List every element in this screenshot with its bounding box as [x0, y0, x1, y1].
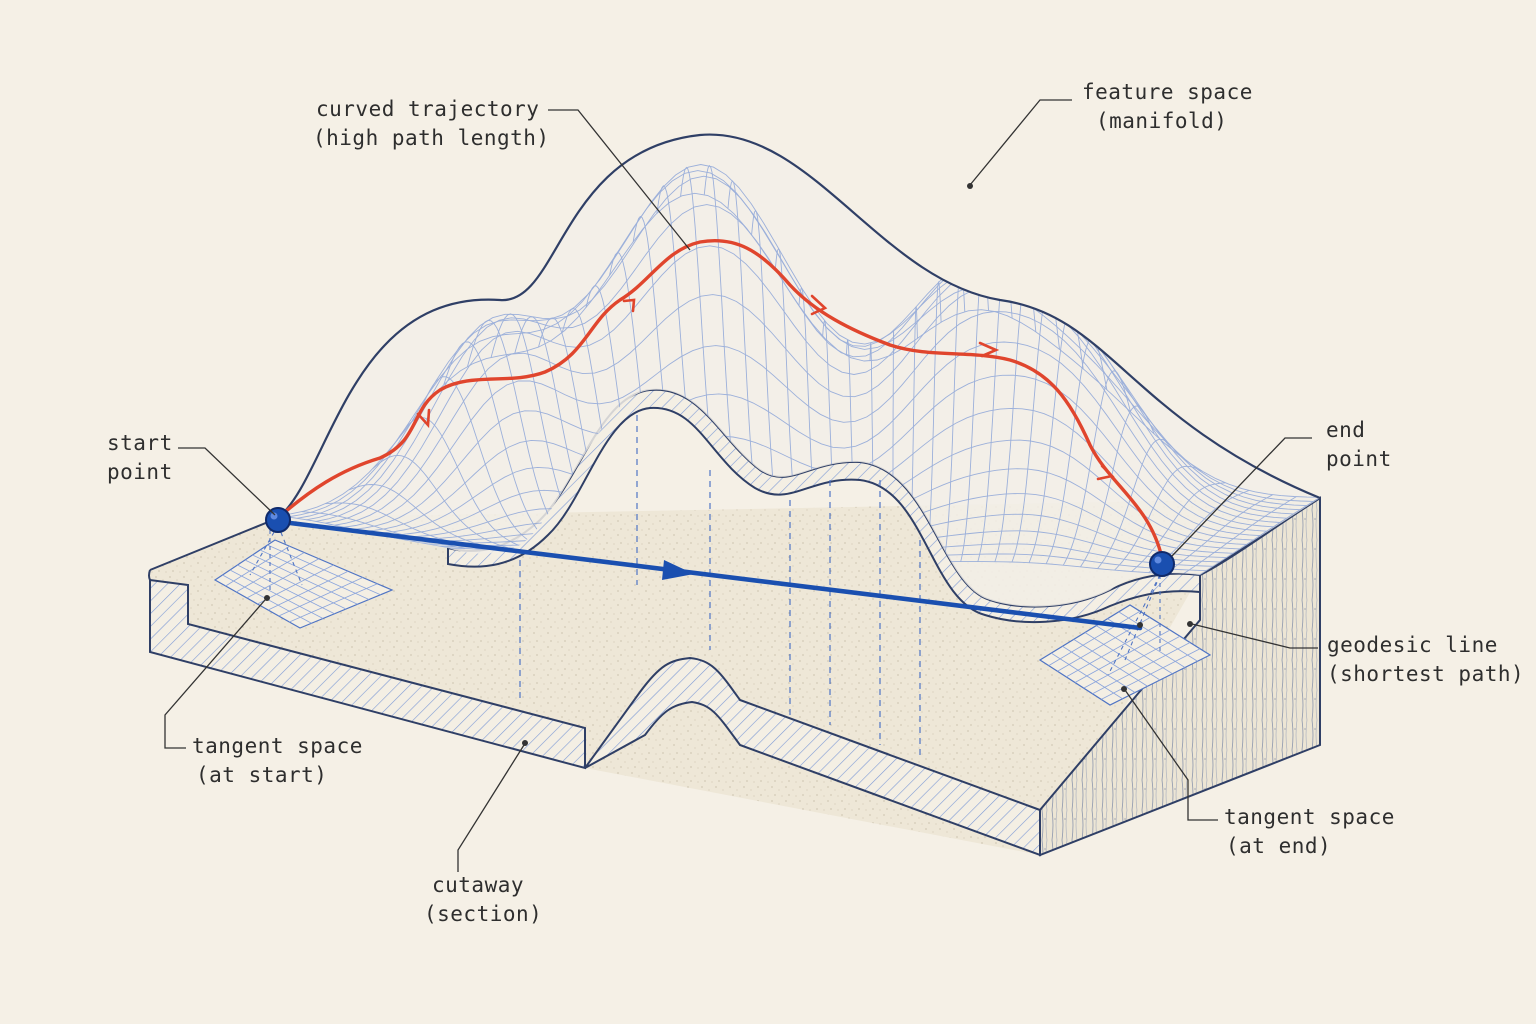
cutaway-sublabel: (section) — [424, 902, 542, 926]
section-ribbon — [447, 388, 1201, 624]
front-face-left — [149, 578, 586, 770]
cutaway-label: cutaway — [432, 873, 524, 897]
leader-lines — [164, 99, 1318, 872]
trajectory-arrow-4 — [978, 341, 1000, 358]
tangent-space-end-label: tangent space — [1224, 805, 1395, 829]
end-point-marker — [1149, 551, 1175, 577]
feature-space-sublabel: (manifold) — [1096, 109, 1227, 133]
label-tangent-space-end: tangent space (at end) — [1224, 805, 1395, 858]
curved-trajectory — [276, 239, 1164, 559]
start-point-label: start — [107, 431, 173, 455]
feature-space-label: feature space — [1082, 80, 1253, 104]
curved-trajectory-label: curved trajectory — [316, 97, 539, 121]
tangent-space-end-sublabel: (at end) — [1226, 834, 1331, 858]
tangent-space-start-label: tangent space — [192, 734, 363, 758]
label-geodesic-line: geodesic line (shortest path) — [1327, 633, 1524, 686]
trajectory-arrow-1 — [416, 408, 431, 429]
label-end-point: end point — [1326, 418, 1392, 471]
label-cutaway: cutaway (section) — [424, 873, 542, 926]
curved-trajectory-sublabel: (high path length) — [313, 126, 550, 150]
geodesic-line-label: geodesic line — [1327, 633, 1498, 657]
geodesic-line — [279, 519, 1143, 631]
trajectory-arrowheads — [416, 294, 1115, 481]
start-point-marker — [265, 507, 291, 533]
section-dashes — [519, 415, 921, 755]
tangent-space-start-sublabel: (at start) — [196, 763, 327, 787]
label-feature-space: feature space (manifold) — [1082, 80, 1253, 133]
label-curved-trajectory: curved trajectory (high path length) — [313, 97, 550, 150]
trajectory-arrow-2 — [622, 298, 636, 313]
trajectory-arrow-5 — [1096, 464, 1115, 481]
surface-outline — [277, 133, 1321, 519]
geodesic-line-sublabel: (shortest path) — [1327, 662, 1524, 686]
end-point-sublabel: point — [1326, 447, 1392, 471]
start-point-sublabel: point — [107, 460, 173, 484]
label-tangent-space-start: tangent space (at start) — [192, 734, 363, 787]
geodesic-arrowhead — [662, 560, 694, 580]
label-start-point: start point — [107, 431, 173, 484]
trajectory-arrow-3 — [810, 294, 828, 316]
end-point-label: end — [1326, 418, 1365, 442]
